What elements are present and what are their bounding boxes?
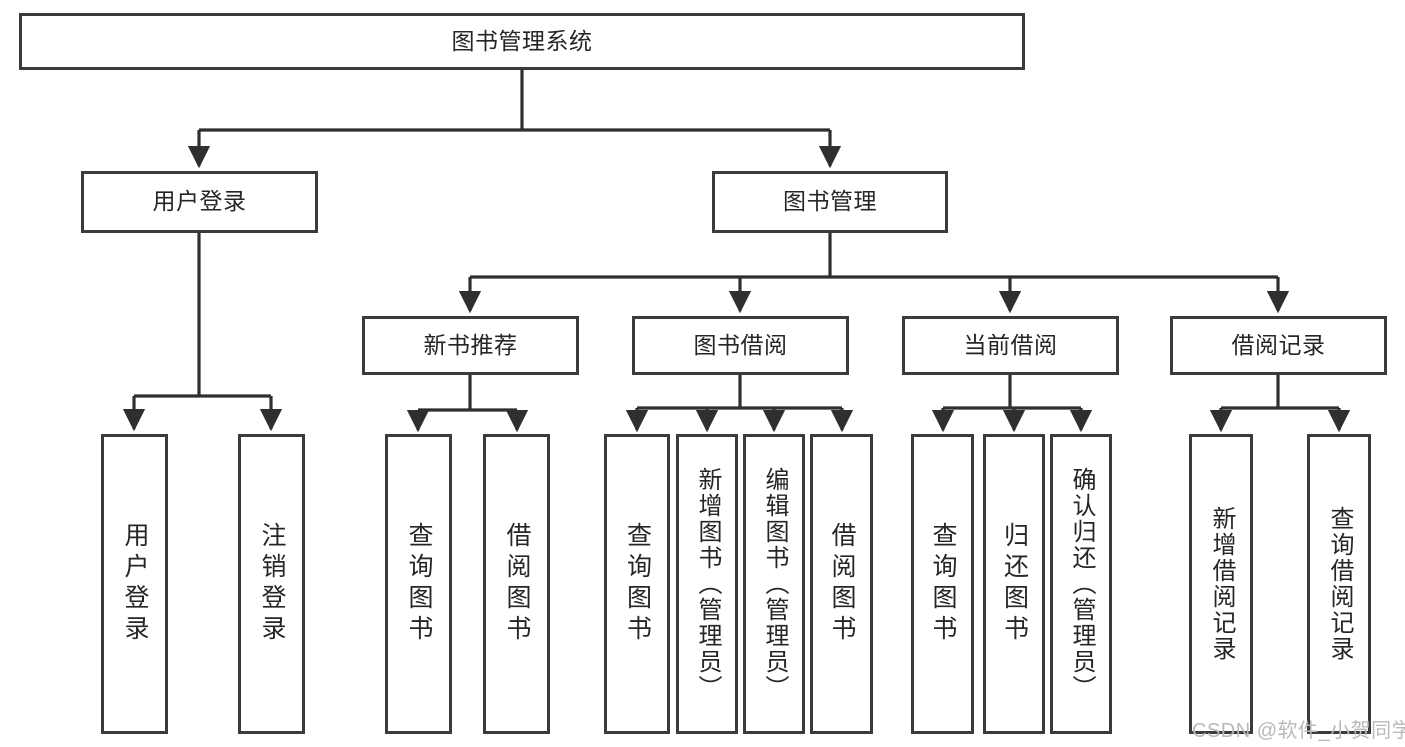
leaf-confirm-return-admin-label: 确认归还（管理员） (1068, 467, 1095, 701)
node-book-borrow[interactable]: 图书借阅 (632, 316, 849, 375)
leaf-query-books-borrow-label: 查询图书 (623, 522, 652, 646)
node-book-management-label: 图书管理 (783, 188, 877, 215)
leaf-return-books-label: 归还图书 (1000, 522, 1029, 646)
leaf-borrow-books[interactable]: 借阅图书 (810, 434, 873, 734)
leaf-confirm-return-admin[interactable]: 确认归还（管理员） (1050, 434, 1112, 734)
node-current-borrow-label: 当前借阅 (963, 331, 1058, 358)
leaf-edit-book-admin[interactable]: 编辑图书（管理员） (743, 434, 805, 734)
leaf-borrow-books-label: 借阅图书 (828, 522, 856, 646)
node-new-book-recommend-label: 新书推荐 (423, 331, 518, 358)
leaf-borrow-books-recommend[interactable]: 借阅图书 (483, 434, 550, 734)
leaf-query-borrow-record[interactable]: 查询借阅记录 (1307, 434, 1371, 734)
leaf-user-login-label: 用户登录 (121, 522, 149, 646)
leaf-add-borrow-record-label: 新增借阅记录 (1208, 506, 1235, 662)
leaf-add-book-admin-label: 新增图书（管理员） (694, 467, 721, 701)
node-book-borrow-label: 图书借阅 (693, 331, 788, 358)
node-book-management[interactable]: 图书管理 (712, 171, 948, 233)
leaf-query-books-recommend[interactable]: 查询图书 (385, 434, 452, 734)
leaf-logout-label: 注销登录 (258, 522, 286, 646)
leaf-user-login[interactable]: 用户登录 (101, 434, 168, 734)
node-current-borrow[interactable]: 当前借阅 (902, 316, 1119, 375)
leaf-logout[interactable]: 注销登录 (238, 434, 305, 734)
node-user-login[interactable]: 用户登录 (81, 171, 318, 233)
leaf-borrow-books-recommend-label: 借阅图书 (503, 522, 531, 646)
node-new-book-recommend[interactable]: 新书推荐 (362, 316, 579, 375)
node-root[interactable]: 图书管理系统 (19, 13, 1025, 70)
leaf-add-book-admin[interactable]: 新增图书（管理员） (676, 434, 738, 734)
leaf-return-books[interactable]: 归还图书 (983, 434, 1045, 734)
node-user-login-label: 用户登录 (152, 188, 247, 215)
leaf-add-borrow-record[interactable]: 新增借阅记录 (1189, 434, 1253, 734)
node-borrow-record-label: 借阅记录 (1231, 331, 1326, 358)
leaf-query-books-current[interactable]: 查询图书 (911, 434, 974, 734)
leaf-query-books-current-label: 查询图书 (929, 522, 957, 646)
leaf-edit-book-admin-label: 编辑图书（管理员） (761, 467, 788, 701)
leaf-query-books-recommend-label: 查询图书 (405, 522, 433, 646)
leaf-query-borrow-record-label: 查询借阅记录 (1326, 506, 1353, 662)
csdn-watermark: CSDN @软件_小贺同学 (1192, 720, 1405, 742)
node-root-label: 图书管理系统 (451, 27, 593, 54)
node-borrow-record[interactable]: 借阅记录 (1170, 316, 1387, 375)
leaf-query-books-borrow[interactable]: 查询图书 (604, 434, 670, 734)
